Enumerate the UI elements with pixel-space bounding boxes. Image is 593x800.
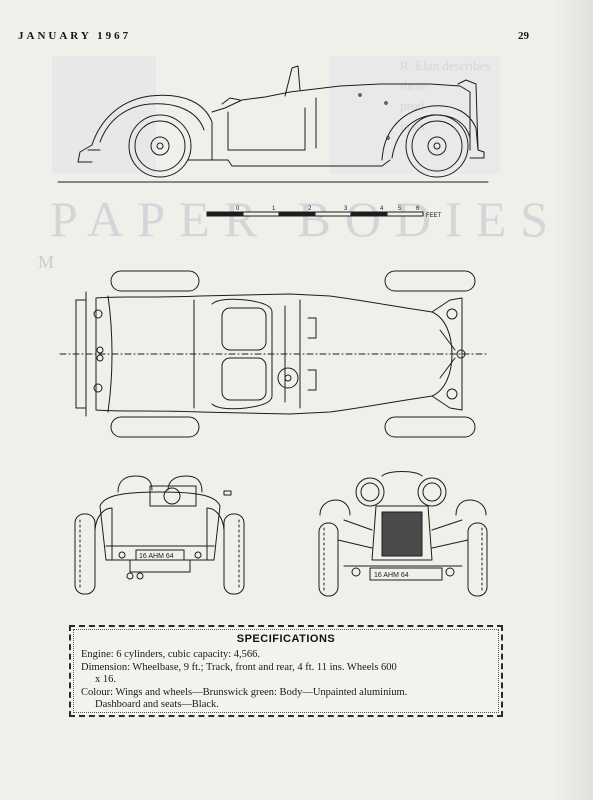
rear-view: [74, 475, 245, 595]
plan-view: [59, 270, 489, 438]
side-view: [57, 65, 489, 183]
spec-engine: Engine: 6 cylinders, cubic capacity: 4,5…: [81, 649, 261, 660]
spec-colour: Colour: Wings and wheels—Brunswick green…: [81, 686, 408, 698]
scale-tick-3: 3: [344, 206, 348, 212]
spec-dimension-cont: x 16.: [95, 674, 116, 685]
header-month: JANUARY 1967: [18, 30, 132, 42]
page-number: 29: [518, 30, 529, 42]
ghost-initial: M: [38, 252, 55, 272]
front-plate-text: 16 AHM 64: [374, 572, 409, 579]
front-view: [318, 471, 488, 597]
ghost-title: PAPER BODIES: [50, 191, 563, 247]
specifications-title: SPECIFICATIONS: [236, 633, 336, 645]
scale-tick-5: 5: [398, 206, 402, 212]
scale-tick-1: 1: [272, 206, 276, 212]
scale-bar: [206, 211, 424, 217]
spec-colour-cont: Dashboard and seats—Black.: [95, 699, 219, 710]
scale-tick-0: 0: [236, 206, 240, 212]
scale-tick-4: 4: [380, 206, 384, 212]
scale-bar-labels: 0 1 2 3 4 5 6 FEET: [236, 206, 442, 219]
spec-dimension: Dimension: Wheelbase, 9 ft.; Track, fron…: [81, 661, 397, 673]
scale-unit: FEET: [426, 213, 442, 219]
scale-tick-6: 6: [416, 206, 420, 212]
scale-tick-2: 2: [308, 206, 312, 212]
specifications-box: SPECIFICATIONS Engine: 6 cylinders, cubi…: [69, 625, 503, 717]
rear-plate-text: 16 AHM 64: [139, 553, 174, 560]
